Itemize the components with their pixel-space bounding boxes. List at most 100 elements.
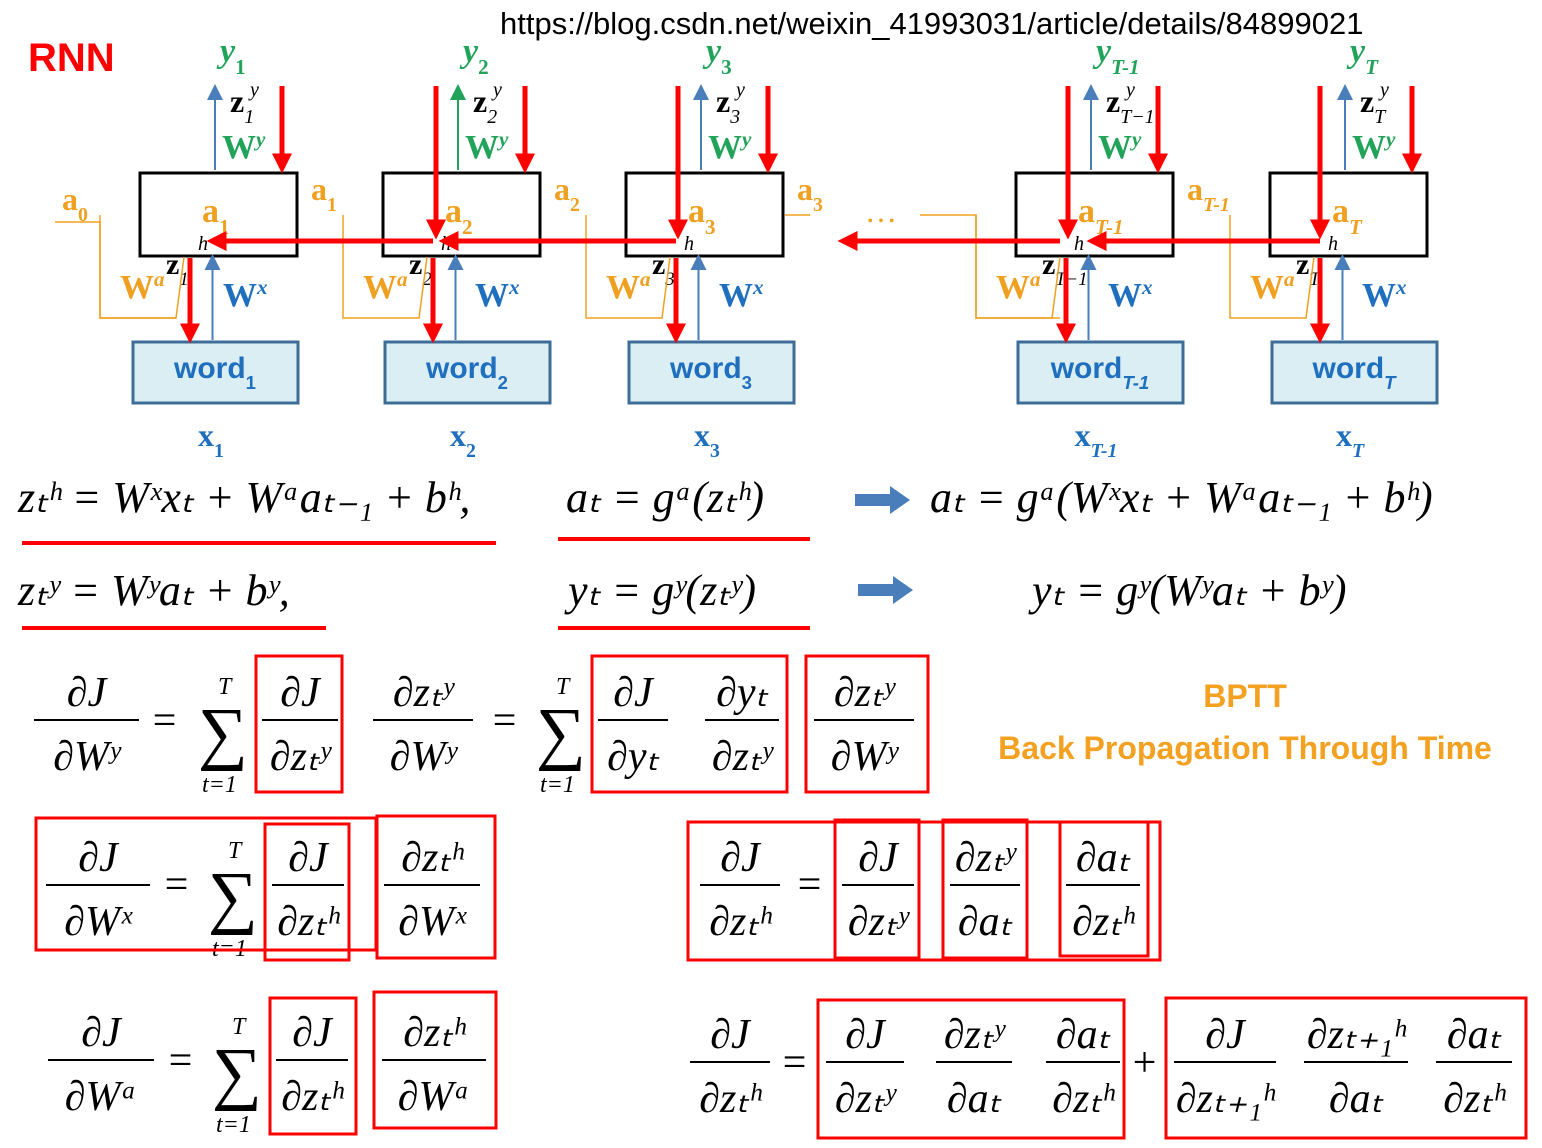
equation-output-activation: yₜ = gʸ(zₜʸ) bbox=[564, 566, 756, 615]
fraction-numerator: ∂J bbox=[710, 1012, 752, 1058]
zh-superscript: h bbox=[441, 233, 451, 255]
fraction: ∂J ∂Wʸ bbox=[34, 670, 139, 780]
wa-label: Wa bbox=[1250, 267, 1295, 306]
sum-symbol: ∑ bbox=[536, 695, 586, 772]
activation-label: a1 bbox=[202, 193, 230, 239]
equation-hidden-activation: aₜ = gᵃ(zₜʰ) bbox=[566, 473, 764, 522]
wy-label: Wy bbox=[465, 127, 509, 166]
highlight-box bbox=[375, 814, 497, 960]
fraction-denominator: ∂zₜʰ bbox=[281, 1074, 344, 1120]
fraction-numerator: ∂aₜ bbox=[1056, 1012, 1111, 1058]
recurrent-connection bbox=[1229, 215, 1315, 319]
word-box bbox=[1016, 340, 1185, 405]
word-label: word1 bbox=[173, 352, 256, 393]
fraction-numerator: ∂J bbox=[67, 670, 109, 716]
equation-hidden-preactivation: zₜʰ = Wˣxₜ + Wᵃaₜ₋₁ + bʰ, bbox=[17, 473, 470, 522]
wy-label: Wy bbox=[1098, 127, 1142, 166]
fraction-numerator: ∂aₜ bbox=[1076, 835, 1131, 881]
ellipsis: … bbox=[865, 193, 897, 229]
zh-label: zT−1 bbox=[1042, 248, 1088, 290]
highlight-box bbox=[1164, 996, 1528, 1140]
zh-label: z2 bbox=[409, 248, 432, 290]
fraction-numerator: ∂J bbox=[81, 1010, 123, 1056]
fraction-denominator: ∂zₜʸ bbox=[835, 1076, 897, 1122]
fraction: ∂aₜ∂zₜʰ bbox=[1436, 1012, 1512, 1122]
fraction-numerator: ∂J bbox=[288, 835, 330, 881]
highlight-box bbox=[941, 818, 1029, 960]
fraction: ∂J ∂zₜʸ bbox=[842, 835, 914, 945]
fraction-denominator: ∂Wˣ bbox=[398, 899, 467, 945]
word-box bbox=[131, 340, 300, 405]
wx-label: Wx bbox=[223, 275, 268, 314]
equation-output-preactivation: zₜʸ = Wʸaₜ + bʸ, bbox=[17, 566, 290, 615]
fraction-denominator: ∂Wᵃ bbox=[398, 1074, 470, 1120]
bptt-caption: BPTT Back Propagation Through Time bbox=[955, 670, 1535, 774]
wx-label: Wx bbox=[475, 275, 520, 314]
summation: ∑Tt=1 bbox=[536, 674, 586, 798]
y-label: y1 bbox=[216, 33, 246, 79]
fraction: ∂yₜ∂zₜʸ bbox=[705, 670, 779, 780]
bptt-full-name: Back Propagation Through Time bbox=[998, 730, 1492, 766]
hidden-state-label: aT-1 bbox=[1187, 171, 1230, 216]
fraction: ∂zₜʸ∂aₜ bbox=[936, 1012, 1012, 1122]
y-label: yT bbox=[1346, 33, 1379, 79]
wx-label: Wx bbox=[1362, 275, 1407, 314]
recurrent-connection bbox=[920, 214, 1060, 319]
fraction-denominator: ∂Wʸ bbox=[53, 734, 122, 780]
zh-label: z3 bbox=[652, 248, 675, 290]
zy-label: zT−1 bbox=[1106, 83, 1155, 128]
sum-upper-bound: T bbox=[232, 1014, 247, 1040]
fraction-denominator: ∂aₜ bbox=[1329, 1076, 1384, 1122]
fraction: ∂J∂zₜʰ bbox=[690, 1012, 770, 1122]
fraction-numerator: ∂zₜʸ bbox=[393, 670, 455, 716]
zh-superscript: h bbox=[198, 233, 208, 255]
highlight-box bbox=[254, 654, 344, 794]
diagram-title: RNN bbox=[28, 36, 115, 80]
wy-label: Wy bbox=[708, 127, 752, 166]
recurrent-connection bbox=[342, 215, 428, 319]
fraction-denominator: ∂zₜʸ bbox=[848, 899, 910, 945]
fraction-numerator: ∂J bbox=[1205, 1012, 1247, 1058]
fraction-denominator: ∂zₜʰ bbox=[1072, 899, 1135, 945]
x-label: xT bbox=[1336, 417, 1365, 462]
fraction-numerator: ∂J bbox=[292, 1010, 334, 1056]
zy-label: z2 bbox=[473, 83, 497, 128]
fraction-numerator: ∂zₜʰ bbox=[401, 835, 464, 881]
sum-upper-bound: T bbox=[218, 674, 233, 700]
highlight-box bbox=[686, 820, 1162, 962]
sum-symbol: ∑ bbox=[212, 1035, 262, 1112]
sum-symbol: ∑ bbox=[198, 695, 248, 772]
zh-superscript: h bbox=[1074, 233, 1084, 255]
zy-label: z1 bbox=[230, 83, 254, 128]
source-url: https://blog.csdn.net/weixin_41993031/ar… bbox=[500, 6, 1364, 41]
zh-superscript: h bbox=[1328, 233, 1338, 255]
word-box bbox=[627, 340, 796, 405]
highlight-box bbox=[263, 822, 351, 962]
word-label: wordT-1 bbox=[1050, 352, 1150, 393]
wa-label: Wa bbox=[606, 267, 651, 306]
zh-superscript: h bbox=[684, 233, 694, 255]
zy-label: zT bbox=[1360, 83, 1387, 128]
equals-sign: = bbox=[490, 698, 518, 744]
highlight-box bbox=[590, 654, 789, 794]
zy-superscript: y bbox=[734, 79, 745, 101]
fraction-numerator: ∂zₜʰ bbox=[403, 1010, 466, 1056]
fraction-numerator: ∂J bbox=[845, 1012, 887, 1058]
fraction-denominator: ∂yₜ bbox=[607, 734, 659, 780]
activation-label: a2 bbox=[445, 193, 473, 239]
zy-label: z3 bbox=[716, 83, 740, 128]
fraction-denominator: ∂zₜʰ bbox=[709, 899, 772, 945]
fraction-denominator: ∂Wˣ bbox=[64, 899, 133, 945]
fraction: ∂zₜʸ∂Wʸ bbox=[373, 670, 473, 780]
fraction-numerator: ∂J bbox=[858, 835, 900, 881]
fraction-denominator: ∂zₜ₊₁ʰ bbox=[1176, 1076, 1276, 1122]
fraction-denominator: ∂zₜʸ bbox=[712, 734, 774, 780]
highlight-box bbox=[816, 998, 1126, 1140]
fraction: ∂J∂Wˣ bbox=[46, 835, 150, 945]
word-label: word3 bbox=[669, 352, 752, 393]
sum-lower-bound: t=1 bbox=[202, 772, 237, 798]
fraction-numerator: ∂zₜʸ bbox=[944, 1012, 1006, 1058]
fraction-numerator: ∂aₜ bbox=[1447, 1012, 1502, 1058]
highlight-box bbox=[833, 818, 921, 960]
